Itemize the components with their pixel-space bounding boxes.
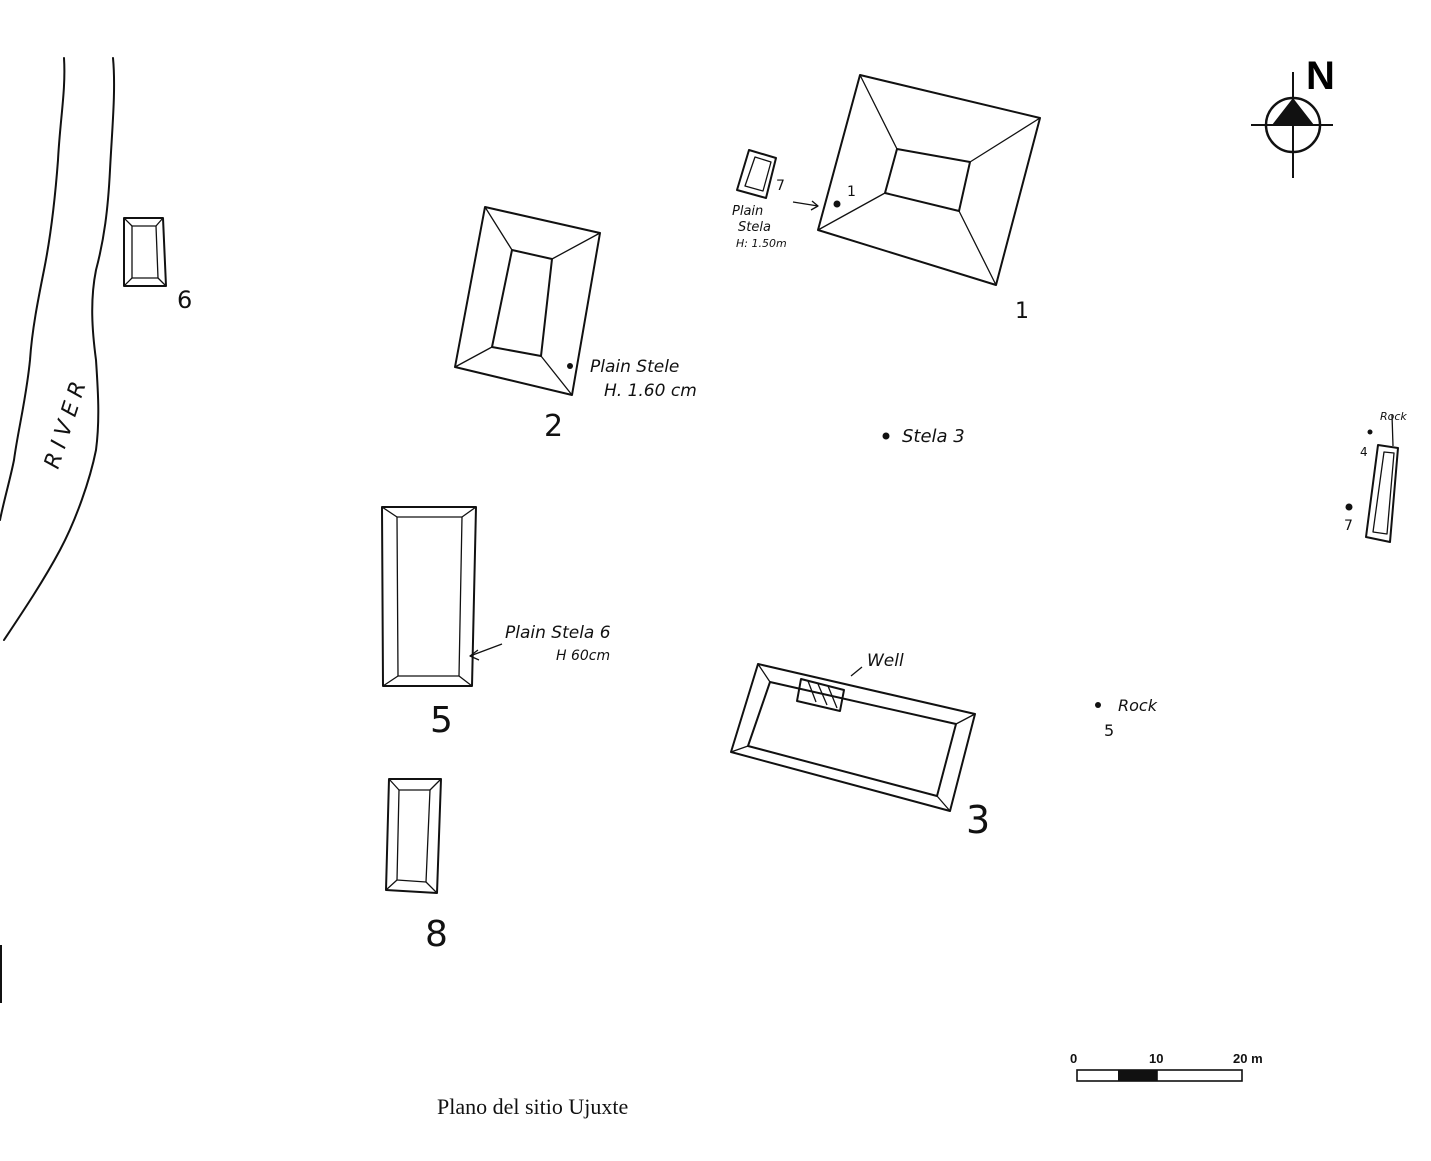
river-label: RIVER — [40, 373, 93, 472]
stela-6-note-line1: Plain Stela 6 — [505, 623, 611, 643]
structure-1: 1 1 — [817, 74, 1041, 324]
map-caption: Plano del sitio Ujuxte — [437, 1094, 629, 1119]
stela-3-marker — [882, 432, 890, 440]
structure-2: 2 — [454, 206, 601, 444]
stela-near-1-line3: H: 1.50m — [736, 237, 787, 250]
stela-near-1-line1: Plain — [732, 204, 763, 219]
structure-6-label: 6 — [177, 286, 192, 314]
structure-7-label: 7 — [776, 178, 785, 194]
river: RIVER — [0, 57, 116, 641]
structure-7: 7 — [736, 149, 785, 199]
north-label: N — [1306, 54, 1335, 98]
structure-2-label: 2 — [544, 409, 563, 444]
structure-5-label: 5 — [430, 700, 453, 741]
structure-3: 3 — [730, 663, 990, 842]
stela-1-marker — [833, 200, 841, 208]
rock-5-label: Rock — [1118, 696, 1158, 715]
scale-tick-20: 20 m — [1233, 1051, 1263, 1066]
structure-3-label: 3 — [966, 798, 990, 842]
scale-bar: 0 10 20 m — [1070, 1051, 1263, 1082]
structure-6: 6 — [123, 217, 192, 314]
structure-8-label: 8 — [425, 914, 448, 955]
structure-5: 5 — [381, 506, 477, 741]
east-rock-label: Rock — [1380, 410, 1407, 423]
scale-tick-10: 10 — [1149, 1051, 1163, 1066]
stela-6-arrow — [469, 643, 503, 657]
north-arrow-icon — [1251, 72, 1333, 178]
well-label: Well — [867, 651, 904, 671]
stela-6-note-line2: H 60cm — [556, 648, 610, 664]
stela-2-note-line2: H. 1.60 cm — [604, 381, 697, 401]
east-marker-4 — [1367, 429, 1373, 435]
rock-5-number: 5 — [1104, 721, 1114, 740]
east-number-4: 4 — [1360, 445, 1368, 459]
rock-5-marker — [1095, 702, 1101, 708]
scale-tick-0: 0 — [1070, 1051, 1077, 1066]
stela-2-marker — [567, 363, 573, 369]
well-box — [796, 678, 845, 712]
stela-1-number: 1 — [847, 184, 856, 200]
stela-2-note-line1: Plain Stele — [590, 357, 679, 377]
east-structure — [1365, 414, 1399, 543]
east-number-7: 7 — [1344, 518, 1353, 534]
stela-3-label: Stela 3 — [902, 426, 965, 447]
stela-near-1-line2: Stela — [738, 220, 771, 235]
structure-1-label: 1 — [1015, 299, 1029, 324]
east-marker-7 — [1345, 503, 1353, 511]
structure-8: 8 — [385, 778, 448, 955]
stela-1-arrow — [792, 201, 819, 207]
well-arrow — [850, 666, 863, 677]
